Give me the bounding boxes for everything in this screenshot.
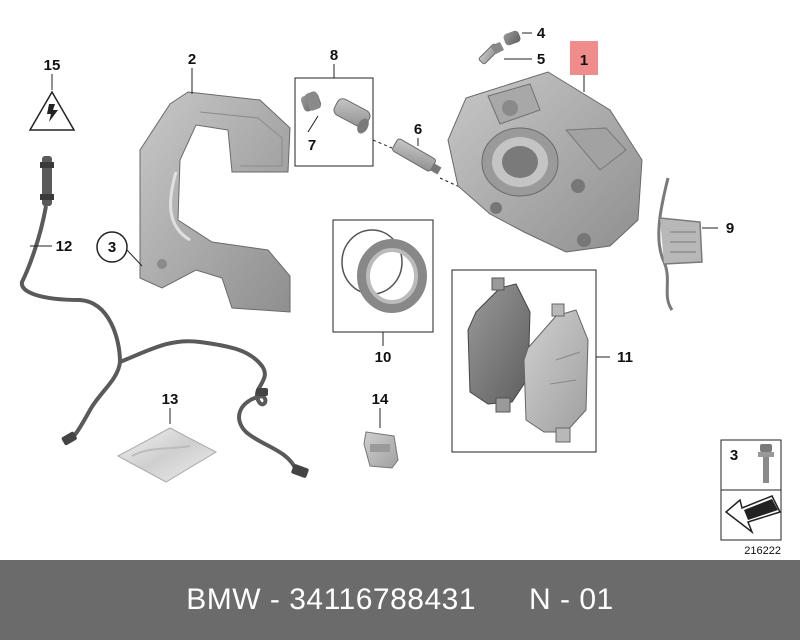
footer-part-number-text: BMW - 34116788431 N - 01 [186,583,614,616]
part-12-brake-wear-sensor [19,156,309,478]
part-8-guide-sleeve [333,98,371,134]
callout-6: 6 [414,121,422,138]
callout-12: 12 [56,238,73,255]
callout-11: 11 [617,349,633,366]
callout-5: 5 [537,51,545,68]
part-10-piston-seal-kit [341,229,427,313]
part-11-brake-pad-inner [467,277,531,413]
part-6-guide-bolt [392,138,442,175]
callout-1-highlight [570,41,598,75]
callout-9: 9 [726,220,734,237]
callout-3: 3 [108,239,116,256]
part-11-box [451,269,597,453]
callout-7: 7 [308,137,316,154]
part-1-brake-caliper [447,71,643,253]
legend-box: 3 [720,439,782,541]
callout-15: 15 [44,57,61,74]
callout-14: 14 [372,391,389,408]
callout-8: 8 [330,47,338,64]
brake-caliper-exploded-diagram: 15 12 2 3 8 7 [19,25,782,557]
part-number-footer: BMW - 34116788431 N - 01 [0,560,800,640]
part-9-anti-rattle-spring [657,177,703,311]
part-13-grease-packet [116,427,218,483]
callout-1: 1 [580,52,588,69]
part-2-caliper-carrier [139,91,291,313]
part-4-bleeder-cap [503,30,521,46]
lightning-icon [47,104,58,122]
callout-4: 4 [537,25,546,42]
part-15-warning-symbol [28,74,76,131]
legend-callout-3: 3 [730,447,738,464]
callout-3-circle [96,231,128,263]
diagram-code: 216222 [744,545,781,557]
part-11-brake-pad-outer [523,303,589,443]
callout-2: 2 [188,51,196,68]
callout-13: 13 [162,391,179,408]
part-14-retaining-clip [363,431,399,469]
callout-10: 10 [375,349,392,366]
part-7-rubber-boot [300,91,322,112]
part-5-bleeder-screw [478,42,504,65]
one-time-use-arrow-icon [724,495,782,535]
bolt-icon [758,444,774,483]
